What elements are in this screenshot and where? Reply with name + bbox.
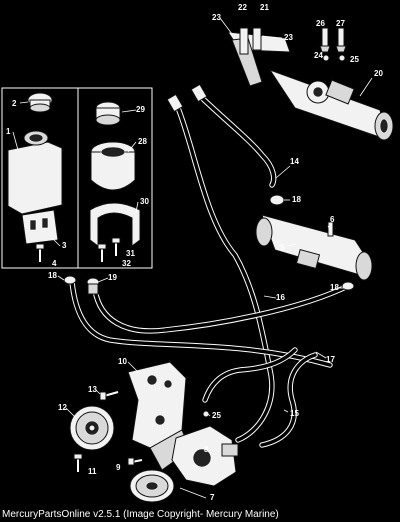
label-26: 26	[316, 19, 325, 28]
hose-group	[69, 93, 353, 448]
label-4: 4	[52, 259, 57, 268]
label-23-top: 23	[212, 13, 221, 22]
fitting-26-27	[319, 27, 347, 53]
label-10: 10	[118, 357, 127, 366]
bolt-11	[73, 453, 83, 472]
label-25-top: 25	[350, 55, 359, 64]
o-ring-24-icon	[322, 54, 330, 62]
reservoir-28	[90, 141, 136, 191]
label-21: 21	[260, 3, 269, 12]
label-3: 3	[62, 241, 67, 250]
screws-31-32	[97, 237, 121, 262]
screw-4	[35, 243, 45, 262]
reservoir-cap-29	[95, 101, 121, 126]
copyright-footer: MercuryPartsOnline v2.5.1 (Image Copyrig…	[2, 509, 279, 520]
label-19: 19	[108, 273, 117, 282]
label-28: 28	[138, 137, 147, 146]
label-30: 30	[140, 197, 149, 206]
label-32: 32	[122, 259, 131, 268]
label-18-left: 18	[48, 271, 57, 280]
steering-cylinder	[226, 27, 394, 141]
label-14: 14	[290, 157, 299, 166]
hose-clamp-18-right	[341, 281, 355, 291]
label-18-right: 18	[330, 283, 339, 292]
label-27: 27	[336, 19, 345, 28]
label-12: 12	[58, 403, 67, 412]
oil-cooler	[255, 214, 373, 281]
reservoir	[7, 130, 63, 215]
label-1: 1	[6, 127, 11, 136]
label-16: 16	[276, 293, 285, 302]
label-5: 5	[280, 243, 285, 252]
hose-clamp-18-upper	[269, 194, 285, 206]
bolt-9	[127, 457, 143, 466]
label-13: 13	[88, 385, 97, 394]
label-7: 7	[210, 493, 215, 502]
label-23: 23	[284, 33, 293, 42]
label-9: 9	[116, 463, 121, 472]
label-11: 11	[88, 467, 97, 476]
label-8: 8	[204, 445, 209, 454]
reservoir-inset-frame	[1, 87, 153, 269]
bolt-13	[99, 391, 119, 401]
power-steering-exploded-view: 23 22 21 23 26 27 24 25 20 2 1 3 4 29 28…	[1, 3, 394, 503]
label-17: 17	[326, 355, 335, 364]
reservoir-bracket-30	[89, 202, 141, 247]
label-22: 22	[238, 3, 247, 12]
hose-fittings-top	[166, 83, 208, 113]
hose-clamps-18-19-lower	[63, 275, 100, 295]
pump-pulley	[129, 469, 175, 503]
label-29: 29	[136, 105, 145, 114]
power-steering-pump	[171, 425, 239, 487]
o-ring-25-icon	[338, 54, 346, 62]
label-25-low: 25	[212, 411, 221, 420]
label-20: 20	[374, 69, 383, 78]
label-2: 2	[12, 99, 17, 108]
callout-labels: 23 22 21 23 26 27 24 25 20 2 1 3 4 29 28…	[6, 3, 383, 502]
label-31: 31	[126, 249, 135, 258]
label-18-mid: 18	[292, 195, 301, 204]
label-15: 15	[290, 409, 299, 418]
label-24: 24	[314, 51, 323, 60]
leader-lines	[12, 17, 373, 499]
reservoir-cap	[27, 92, 53, 113]
mount-bracket-3	[21, 209, 59, 245]
fitting-25-lower	[202, 410, 210, 418]
idler-pulley	[69, 405, 115, 451]
label-6: 6	[330, 215, 335, 224]
